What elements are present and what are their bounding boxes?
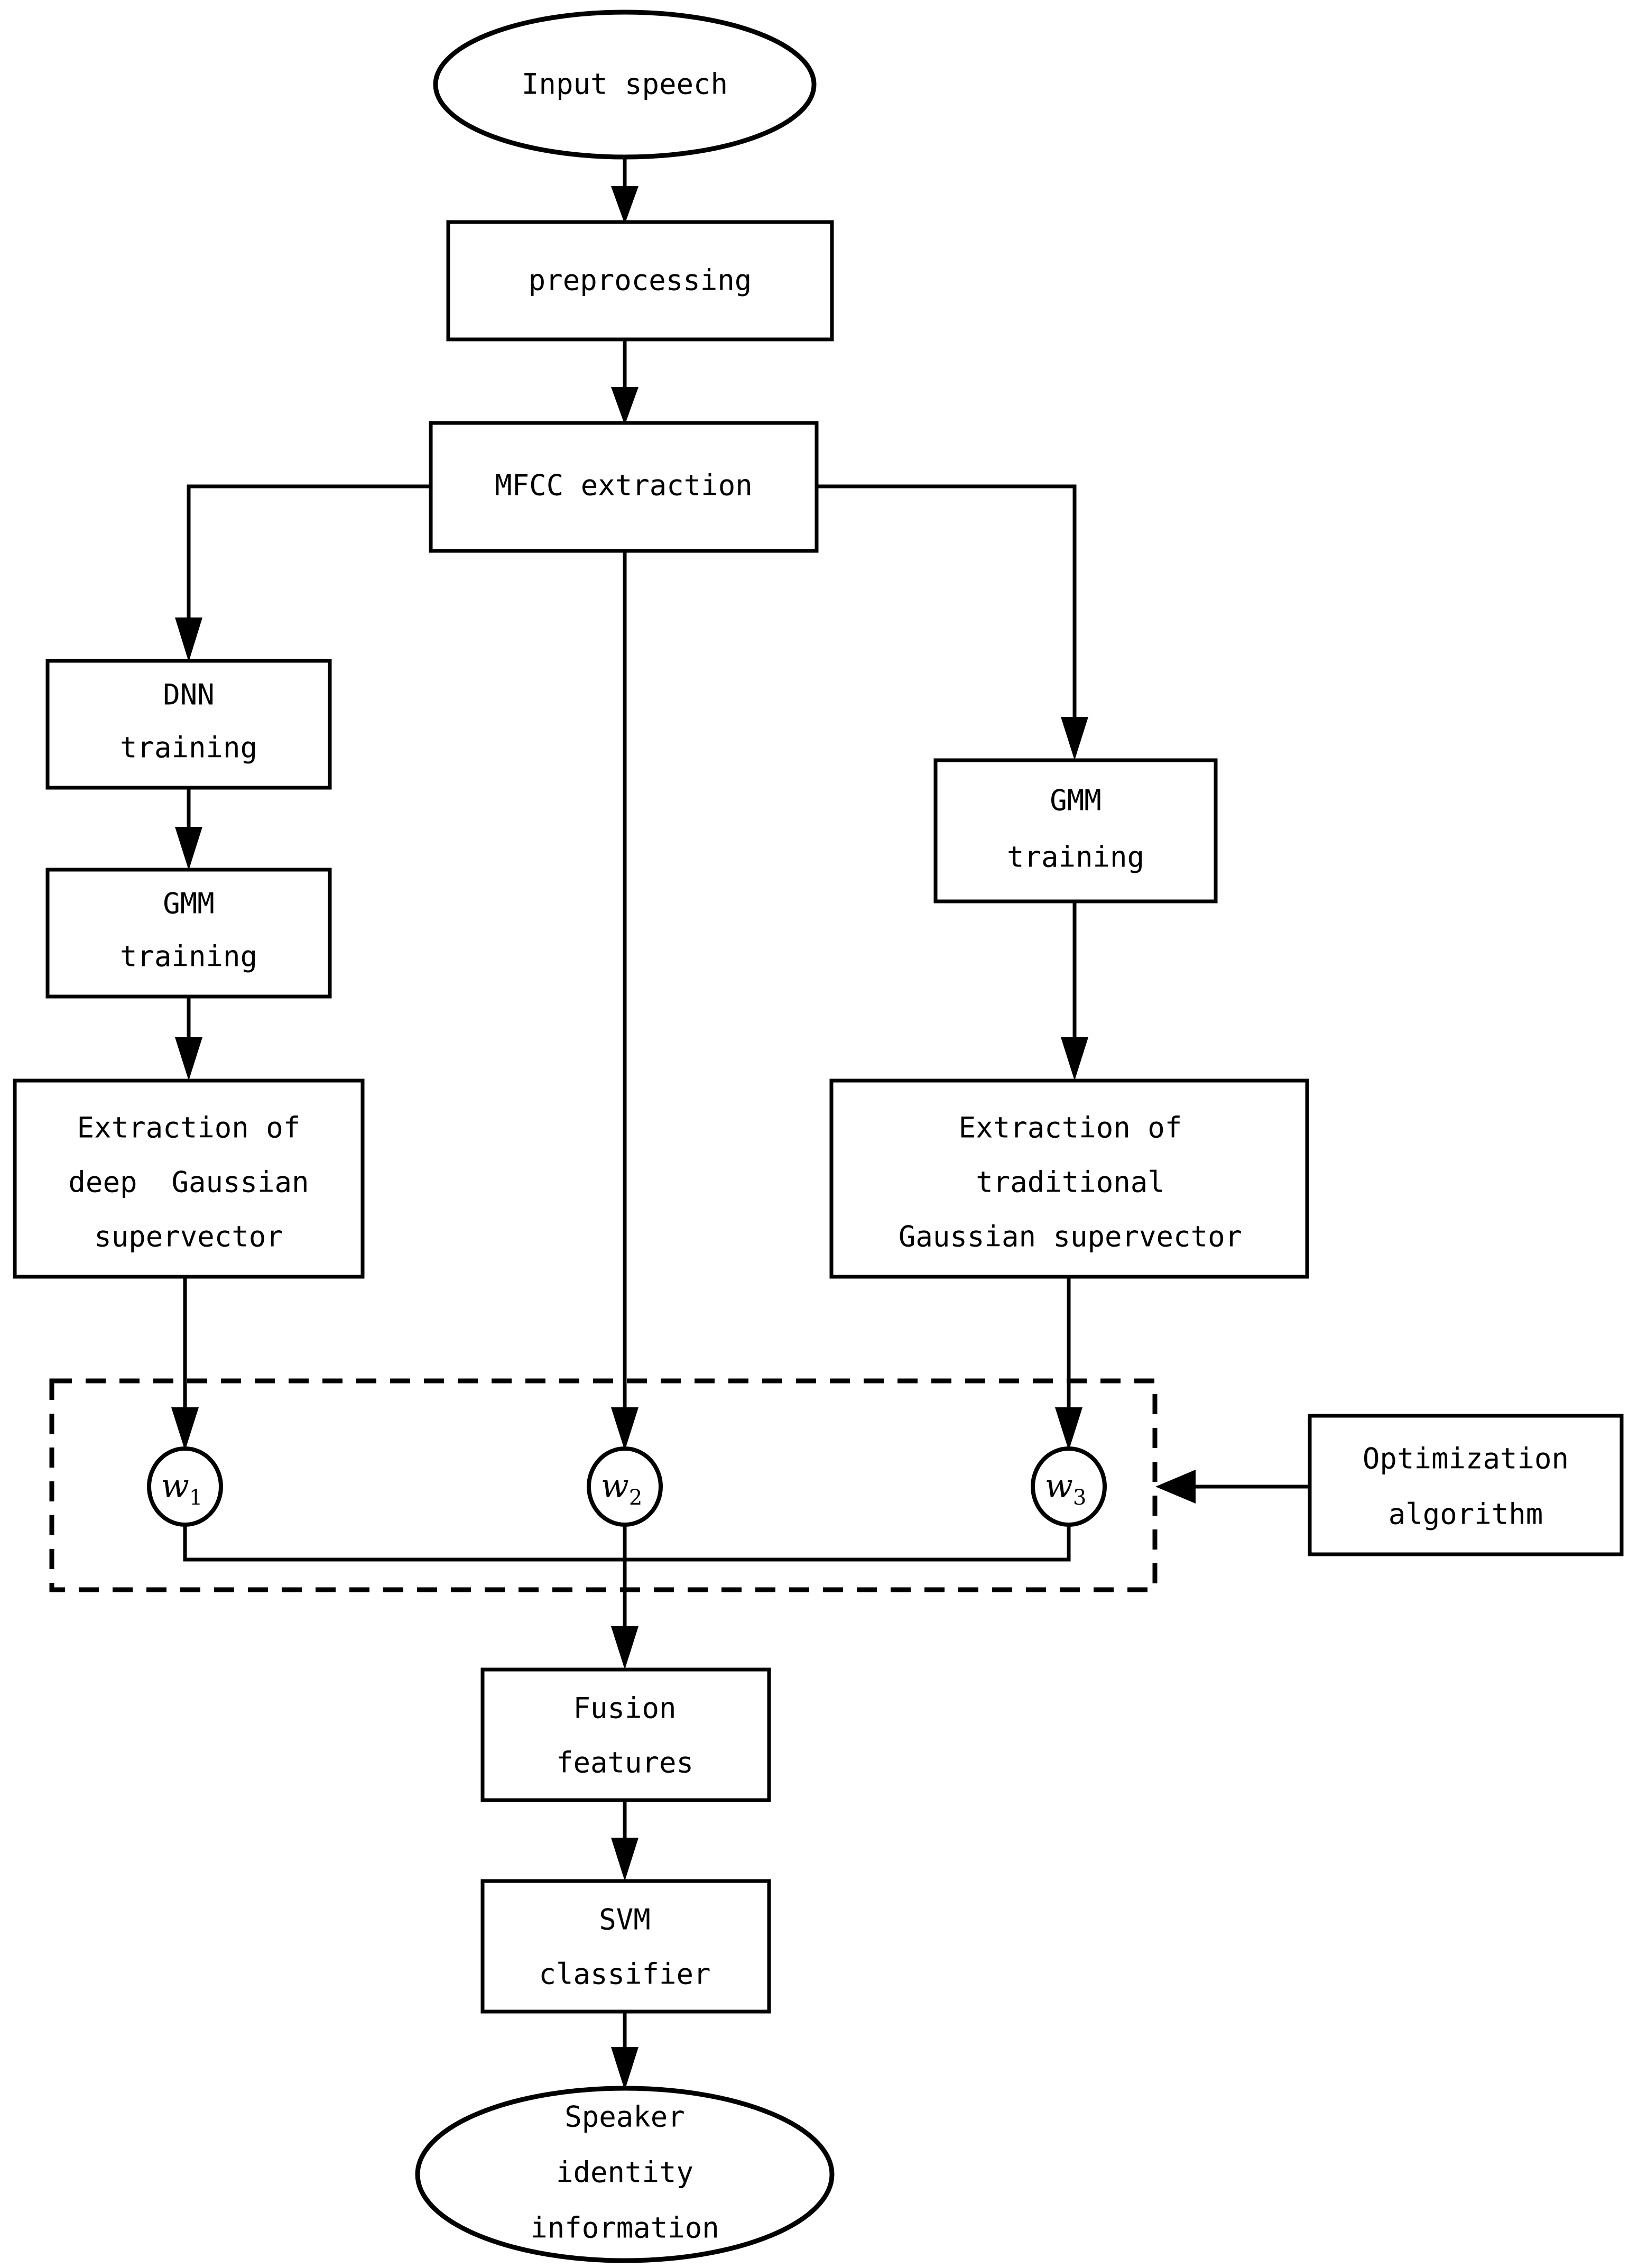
node-optimization-algorithm[interactable]: Optimization algorithm	[1308, 1414, 1624, 1556]
dnn-training-rect	[45, 659, 332, 790]
weight-w2-subscript: 2	[629, 1486, 642, 1510]
svm-classifier-rect	[480, 1879, 771, 2014]
dnn-training-label-line2: training	[120, 731, 257, 764]
extraction-deep-label-line3: supervector	[94, 1220, 283, 1253]
gmm-training-left-rect	[45, 868, 332, 999]
node-mfcc-extraction[interactable]: MFCC extraction	[429, 421, 819, 553]
edge-svm-to-speaker-identity	[611, 2012, 638, 2090]
edge-fusion-to-svm	[611, 1800, 638, 1881]
node-weight-w2[interactable]: w2	[587, 1446, 663, 1527]
weight-w2-circle	[587, 1446, 663, 1527]
speaker-identity-label-line1: Speaker	[564, 2100, 685, 2134]
node-gmm-training-right[interactable]: GMM training	[933, 758, 1218, 903]
edge-mfcc-to-w2	[611, 551, 638, 1451]
extraction-traditional-label-line2: traditional	[976, 1166, 1165, 1199]
node-extraction-deep[interactable]: Extraction of deep Gaussian supervector	[13, 1078, 365, 1279]
weight-w3-symbol: w	[1045, 1467, 1073, 1505]
weight-w1-symbol: w	[161, 1467, 189, 1505]
node-weight-w1[interactable]: w1	[147, 1446, 223, 1527]
optimization-algorithm-label-line2: algorithm	[1389, 1498, 1543, 1531]
edge-dnn-to-gmm-left	[175, 788, 202, 870]
extraction-deep-rect	[13, 1078, 365, 1279]
node-fusion-features[interactable]: Fusion features	[480, 1667, 771, 1802]
edge-optimization-to-fusion-group	[1155, 1470, 1310, 1504]
weight-w3-subscript: 3	[1073, 1486, 1086, 1510]
preprocessing-label: preprocessing	[529, 264, 752, 297]
input-speech-label: Input speech	[522, 68, 728, 101]
mfcc-extraction-label: MFCC extraction	[495, 469, 753, 502]
gmm-training-right-label-line2: training	[1007, 841, 1144, 874]
speaker-identity-label-line3: information	[530, 2211, 719, 2245]
weight-w3-label: w3	[1045, 1467, 1087, 1510]
edge-mfcc-to-gmm-right	[817, 484, 1088, 760]
edge-mfcc-to-dnn	[175, 484, 431, 662]
node-speaker-identity[interactable]: Speaker identity information	[415, 2086, 835, 2263]
mfcc-extraction-rect	[429, 421, 819, 553]
preprocessing-rect	[446, 220, 834, 342]
extraction-deep-label-line1: Extraction of	[77, 1111, 301, 1145]
extraction-deep-label-line2: deep Gaussian	[68, 1166, 309, 1199]
node-gmm-training-left[interactable]: GMM training	[45, 868, 332, 999]
weight-w1-circle	[147, 1446, 223, 1527]
edge-gmm-left-to-extraction-deep	[175, 997, 202, 1081]
gmm-training-right-label-line1: GMM	[1050, 784, 1102, 817]
gmm-training-left-label-line1: GMM	[163, 887, 215, 920]
speaker-identity-label-line2: identity	[556, 2156, 693, 2189]
fusion-features-label-line1: Fusion	[573, 1692, 676, 1725]
node-svm-classifier[interactable]: SVM classifier	[480, 1879, 771, 2014]
weight-w3-circle	[1031, 1446, 1107, 1527]
fusion-weight-group	[49, 1378, 1158, 1592]
edge-extraction-deep-to-w1	[171, 1277, 199, 1451]
weight-w2-symbol: w	[601, 1467, 629, 1505]
node-input-speech[interactable]: Input speech	[433, 10, 817, 160]
fusion-features-rect	[480, 1667, 771, 1802]
edge-extraction-traditional-to-w3	[1055, 1277, 1082, 1451]
weight-w1-label: w1	[161, 1467, 203, 1510]
edge-preprocessing-to-mfcc	[611, 339, 638, 425]
weight-w1-subscript: 1	[189, 1486, 202, 1510]
extraction-traditional-rect	[829, 1078, 1309, 1279]
input-speech-ellipse	[433, 10, 817, 160]
optimization-algorithm-rect	[1308, 1414, 1624, 1556]
edge-weight-merge-bus	[183, 1525, 1071, 1670]
gmm-training-left-label-line2: training	[120, 940, 257, 973]
node-preprocessing[interactable]: preprocessing	[446, 220, 834, 342]
edge-input-to-preprocessing	[611, 156, 638, 224]
edge-gmm-right-to-extraction-traditional	[1061, 901, 1088, 1081]
gmm-training-right-rect	[933, 758, 1218, 903]
node-dnn-training[interactable]: DNN training	[45, 659, 332, 790]
fusion-features-label-line2: features	[556, 1746, 693, 1780]
node-extraction-traditional[interactable]: Extraction of traditional Gaussian super…	[829, 1078, 1309, 1279]
optimization-algorithm-label-line1: Optimization	[1363, 1442, 1569, 1476]
extraction-traditional-label-line3: Gaussian supervector	[899, 1220, 1242, 1253]
svm-classifier-label-line2: classifier	[539, 1958, 710, 1991]
svm-classifier-label-line1: SVM	[599, 1903, 651, 1937]
speaker-identity-ellipse	[415, 2086, 835, 2263]
weight-w2-label: w2	[601, 1467, 643, 1510]
dnn-training-label-line1: DNN	[163, 678, 215, 712]
extraction-traditional-label-line1: Extraction of	[959, 1111, 1182, 1145]
node-weight-w3[interactable]: w3	[1031, 1446, 1107, 1527]
